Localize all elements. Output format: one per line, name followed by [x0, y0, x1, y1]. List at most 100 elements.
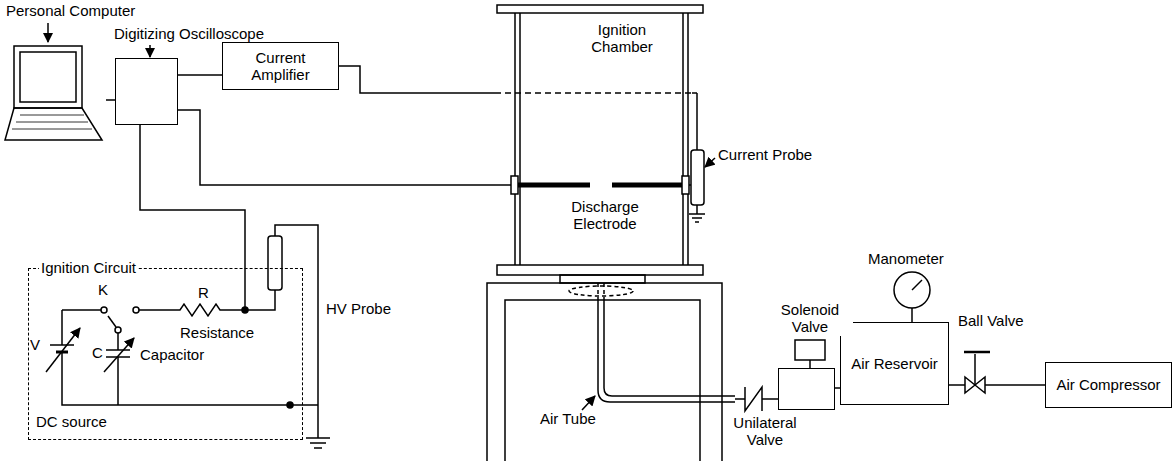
hv-probe	[306, 438, 330, 448]
node-label: Air Compressor	[1052, 376, 1164, 393]
wire-connector	[178, 74, 222, 76]
discharge-electrode	[612, 183, 682, 188]
ignition-circuit-wiring	[117, 333, 119, 405]
ignition-chamber-frame	[497, 5, 703, 13]
probe-label: Current Probe	[718, 146, 812, 163]
air-tube	[598, 300, 735, 402]
node-label: Current Amplifier	[223, 49, 338, 84]
laptop-computer	[5, 46, 102, 140]
probe-label: HV Probe	[326, 300, 391, 317]
amplifier-box: Current Amplifier	[222, 42, 339, 90]
wire-connector	[949, 384, 1045, 386]
capacitor-label: C	[92, 344, 103, 361]
ignition-circuit-wiring	[115, 327, 121, 333]
leader-arrow	[582, 396, 595, 410]
ignition-chamber-frame	[495, 92, 692, 94]
node-heading: Solenoid Valve	[767, 301, 853, 336]
manometer-gauge	[912, 280, 922, 290]
leader-arrow	[705, 158, 715, 167]
current-probe	[696, 93, 698, 150]
ignition-circuit-wiring	[242, 307, 248, 313]
ball-valve	[965, 377, 985, 393]
air-tube	[598, 283, 735, 402]
leader-arrow	[47, 23, 49, 42]
chamber-node: Ignition Chamber	[495, 3, 705, 278]
current-probe	[696, 205, 698, 214]
discharge-electrode	[495, 176, 689, 194]
solenoid-coil	[795, 340, 825, 360]
leader-arrow	[149, 45, 151, 57]
resistor-label: R	[198, 284, 209, 301]
support-stand	[505, 300, 700, 461]
wire-connector	[178, 110, 495, 185]
laptop-computer	[12, 115, 92, 129]
part-label: Unilateral Valve	[724, 414, 806, 449]
laptop-computer	[5, 108, 102, 140]
ignition-circuit-wiring	[106, 349, 130, 351]
discharge-electrode	[495, 184, 511, 186]
node-heading: Ignition Circuit	[39, 259, 138, 276]
ignition-circuit-wiring	[244, 268, 246, 310]
wire-connector	[106, 99, 115, 101]
solenoid-coil	[809, 360, 811, 368]
ignition-chamber-frame	[497, 265, 703, 275]
ignition-circuit-wiring	[50, 344, 74, 346]
current-probe	[689, 93, 705, 222]
ignition-circuit-wiring	[101, 307, 107, 313]
node-heading: Digitizing Oscilloscope	[112, 25, 266, 42]
ignition-circuit-wiring	[287, 402, 293, 408]
laptop-computer	[20, 52, 76, 102]
reservoir-box: Air Reservoir	[840, 322, 949, 405]
unilateral-valve	[735, 387, 778, 411]
wire-connector	[140, 125, 245, 268]
part-label: Resistance	[180, 324, 254, 341]
laptop-computer	[14, 46, 82, 108]
ignition-chamber-frame	[560, 275, 645, 283]
unilateral-valve	[735, 387, 778, 411]
ignition-chamber-frame	[495, 5, 703, 283]
manometer-gauge	[894, 272, 930, 322]
manometer-gauge	[894, 272, 930, 308]
manometer-gauge	[911, 308, 913, 322]
ignition-circuit-wiring	[133, 307, 139, 313]
part-label: Ball Valve	[958, 312, 1024, 329]
node-label: Air Reservoir	[847, 355, 942, 372]
hv-probe	[268, 225, 330, 448]
ball-valve	[964, 352, 990, 393]
compressor-box: Air Compressor	[1045, 362, 1172, 408]
air-tube	[604, 300, 735, 396]
ignition-chamber-frame	[515, 13, 688, 265]
discharge-electrode	[518, 183, 590, 188]
support-stand	[569, 286, 633, 296]
part-label: Air Tube	[540, 410, 596, 427]
hv-probe	[275, 225, 318, 438]
valve-body: Solenoid Valve	[778, 368, 835, 410]
ignition-circuit-wiring	[62, 309, 101, 311]
oscilloscope-box: Digitizing Oscilloscope	[115, 58, 178, 125]
hv-probe	[268, 236, 282, 290]
part-label: DC source	[36, 413, 107, 430]
ignition-circuit-wiring	[62, 310, 318, 405]
electrode-label: Discharge Electrode	[555, 198, 655, 233]
solenoid-coil	[795, 340, 825, 368]
ignition-circuit-wiring	[108, 316, 116, 327]
ignition-circuit-wiring	[104, 338, 134, 372]
ball-valve	[974, 354, 976, 385]
computer-node: Personal Computer	[4, 44, 106, 144]
leader-arrow	[48, 23, 715, 410]
ball-valve	[964, 351, 990, 354]
wire-connector	[339, 66, 495, 93]
part-label: Manometer	[868, 250, 944, 267]
discharge-electrode	[682, 176, 689, 194]
voltage-label: V	[30, 336, 40, 353]
node-heading: Ignition Chamber	[580, 21, 664, 56]
discharge-electrode	[511, 176, 518, 194]
ignition-circuit-wiring	[46, 328, 80, 372]
current-probe	[689, 214, 705, 222]
part-label: Capacitor	[140, 346, 204, 363]
current-probe	[691, 150, 704, 205]
node-heading: Personal Computer	[4, 2, 137, 19]
switch-label: K	[98, 281, 108, 298]
